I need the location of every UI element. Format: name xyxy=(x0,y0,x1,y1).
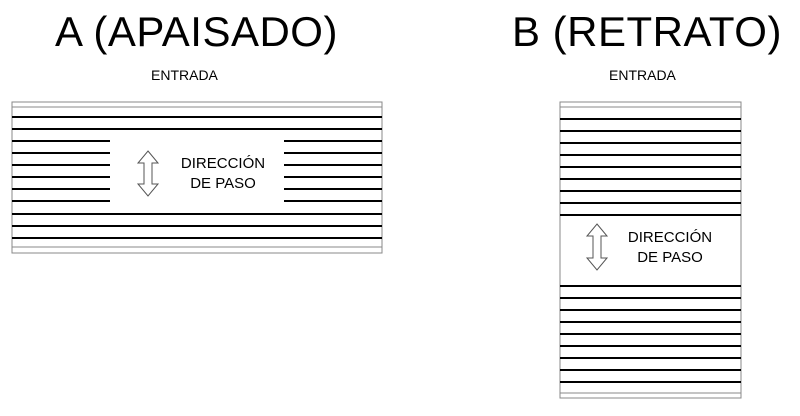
panel-a-direction-label: DIRECCIÓN DE PASO xyxy=(168,154,278,194)
panel-a-left-lines xyxy=(12,140,110,202)
panel-b-outline xyxy=(559,101,742,399)
panel-b-direction-line-2: DE PASO xyxy=(637,249,703,266)
panel-b-diagram xyxy=(559,101,742,399)
panel-a-title: A (APAISADO) xyxy=(55,8,338,55)
panel-a-entry-label: ENTRADA xyxy=(151,67,218,83)
panel-a-right-lines xyxy=(284,140,382,202)
panel-b-direction-line-1: DIRECCIÓN xyxy=(627,229,713,246)
panel-a-double-arrow-icon xyxy=(136,150,160,197)
panel-a-direction-line-1: DIRECCIÓN xyxy=(180,155,266,172)
panel-b-entry-label: ENTRADA xyxy=(609,67,676,83)
panel-b-top-lines xyxy=(560,118,741,216)
panel-b-title: B (RETRATO) xyxy=(512,8,782,55)
panel-b-direction-label: DIRECCIÓN DE PASO xyxy=(615,228,725,268)
panel-a-full-lines xyxy=(12,116,382,239)
panel-b-bottom-lines xyxy=(560,285,741,383)
panel-a-direction-line-2: DE PASO xyxy=(190,175,256,192)
panel-b-double-arrow-icon xyxy=(585,223,609,271)
panel-a-diagram xyxy=(11,101,383,254)
